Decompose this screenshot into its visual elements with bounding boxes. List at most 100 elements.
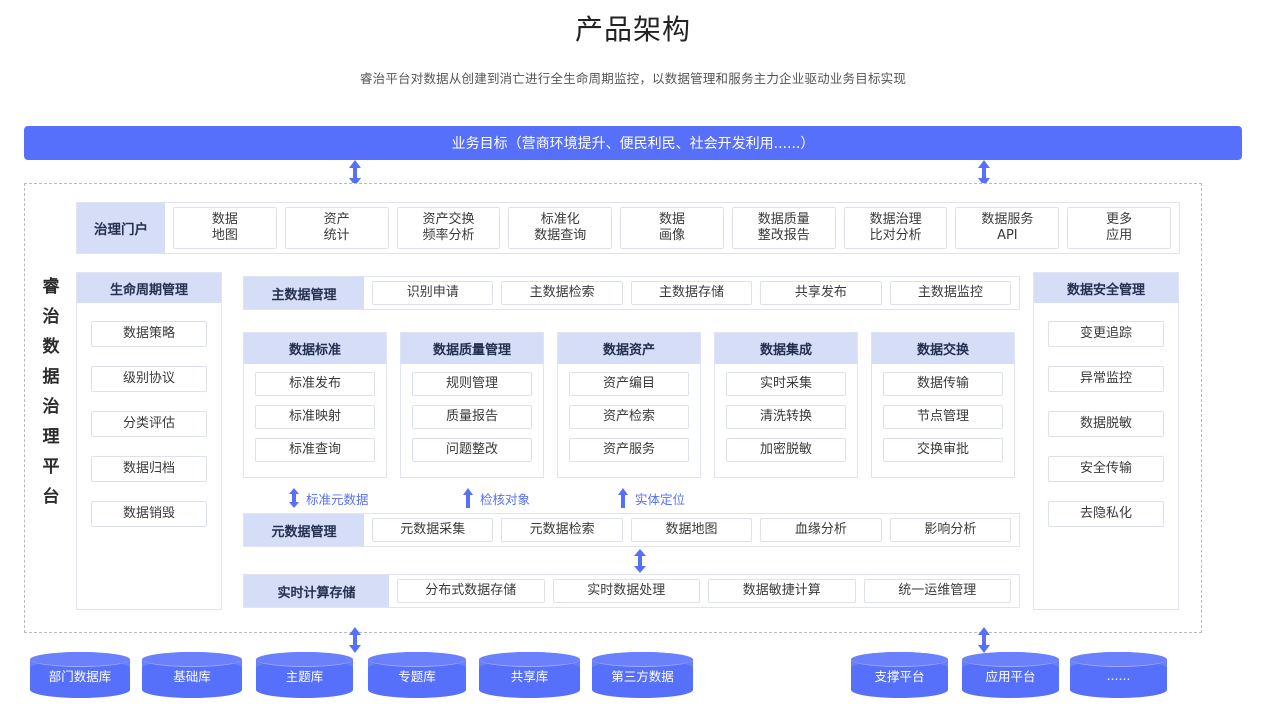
double-arrow-banner-right [976,160,992,186]
security-item-3[interactable]: 安全传输 [1048,456,1164,482]
master-data-label: 主数据管理 [244,277,364,309]
lifecycle-item-0[interactable]: 数据策略 [91,321,207,347]
domain-group-items-3: 实时采集清洗转换加密脱敏 [715,364,857,470]
realtime-item-1[interactable]: 实时数据处理 [552,579,700,603]
source-database-label-5: 第三方数据 [611,668,674,684]
domain-group-0-item-2[interactable]: 标准查询 [255,438,375,462]
source-database-1[interactable]: 基础库 [142,652,242,698]
target-platform-label-1: 应用平台 [985,668,1036,684]
metadata-item-3[interactable]: 血缘分析 [760,518,882,542]
governance-portal-row: 治理门户 数据 地图资产 统计资产交换 频率分析标准化 数据查询数据 画像数据质… [76,202,1180,254]
realtime-item-0[interactable]: 分布式数据存储 [397,579,545,603]
domain-group-4-item-1[interactable]: 节点管理 [883,405,1003,429]
domain-group-2-item-2[interactable]: 资产服务 [569,438,689,462]
portal-item-2[interactable]: 资产交换 频率分析 [396,207,501,249]
source-database-5[interactable]: 第三方数据 [592,652,693,698]
domain-group-title-2: 数据资产 [558,333,700,364]
realtime-item-3[interactable]: 统一运维管理 [863,579,1011,603]
domain-group-title-4: 数据交换 [872,333,1014,364]
domain-group-3-item-0[interactable]: 实时采集 [726,372,846,396]
connector-label-2: 实体定位 [635,491,686,507]
domain-group-title-0: 数据标准 [244,333,386,364]
domain-group-1-item-0[interactable]: 规则管理 [412,372,532,396]
platform-label-char-2: 数 [42,337,60,357]
double-arrow-icon-0 [288,488,300,508]
portal-item-8[interactable]: 更多 应用 [1067,207,1172,249]
realtime-label: 实时计算存储 [244,575,389,607]
portal-item-3[interactable]: 标准化 数据查询 [508,207,613,249]
metadata-item-4[interactable]: 影响分析 [889,518,1012,542]
lifecycle-item-4[interactable]: 数据销毁 [91,501,207,527]
security-item-1[interactable]: 异常监控 [1048,366,1164,392]
domain-group-items-0: 标准发布标准映射标准查询 [244,364,386,470]
governance-portal-label: 治理门户 [77,203,165,253]
source-database-label-2: 主题库 [285,668,324,684]
master-data-item-4[interactable]: 主数据监控 [889,281,1012,305]
domain-group-4: 数据交换数据传输节点管理交换审批 [871,332,1015,478]
source-database-label-0: 部门数据库 [48,668,112,684]
source-database-2[interactable]: 主题库 [256,652,353,698]
double-arrow-metadata-realtime [632,549,648,573]
domain-group-3-item-2[interactable]: 加密脱敏 [726,438,846,462]
portal-item-1[interactable]: 资产 统计 [284,207,389,249]
data-security-management-panel: 数据安全管理 变更追踪异常监控数据脱敏安全传输去隐私化 [1033,272,1179,610]
target-platform-0[interactable]: 支撑平台 [851,652,948,698]
portal-item-6[interactable]: 数据治理 比对分析 [843,207,948,249]
target-platform-1[interactable]: 应用平台 [962,652,1059,698]
lifecycle-item-1[interactable]: 级别协议 [91,366,207,392]
domain-group-2-item-1[interactable]: 资产检索 [569,405,689,429]
portal-item-5[interactable]: 数据质量 整改报告 [731,207,836,249]
platform-label-char-1: 治 [42,307,60,327]
double-arrow-banner-left [347,160,363,186]
target-platform-2[interactable]: ...... [1070,652,1167,698]
platform-vertical-label: 睿治数据治理平台 [34,272,68,512]
domain-group-3: 数据集成实时采集清洗转换加密脱敏 [714,332,858,478]
lifecycle-item-3[interactable]: 数据归档 [91,456,207,482]
double-arrow-bottom-right [976,627,992,653]
master-data-item-0[interactable]: 识别申请 [372,281,494,305]
domain-group-0-item-1[interactable]: 标准映射 [255,405,375,429]
portal-item-0[interactable]: 数据 地图 [173,207,277,249]
up-arrow-icon-2 [617,488,629,508]
target-platform-label-2: ...... [1106,667,1131,683]
domain-group-1-item-2[interactable]: 问题整改 [412,438,532,462]
portal-item-7[interactable]: 数据服务 API [955,207,1060,249]
connector-label-1: 检核对象 [480,491,531,507]
master-data-item-2[interactable]: 主数据存储 [630,281,753,305]
domain-group-4-item-2[interactable]: 交换审批 [883,438,1003,462]
double-arrow-bottom-left [347,627,363,653]
master-data-item-1[interactable]: 主数据检索 [501,281,623,305]
metadata-item-2[interactable]: 数据地图 [630,518,753,542]
realtime-items: 分布式数据存储实时数据处理数据敏捷计算统一运维管理 [389,575,1019,607]
source-database-0[interactable]: 部门数据库 [30,652,130,698]
domain-group-2-item-0[interactable]: 资产编目 [569,372,689,396]
security-item-4[interactable]: 去隐私化 [1048,501,1164,527]
metadata-items: 元数据采集元数据检索数据地图血缘分析影响分析 [364,514,1019,546]
domain-group-items-4: 数据传输节点管理交换审批 [872,364,1014,470]
master-data-item-3[interactable]: 共享发布 [760,281,882,305]
metadata-item-1[interactable]: 元数据检索 [501,518,623,542]
lifecycle-item-2[interactable]: 分类评估 [91,411,207,437]
platform-label-char-0: 睿 [42,277,60,297]
page-subtitle: 睿治平台对数据从创建到消亡进行全生命周期监控，以数据管理和服务主力企业驱动业务目… [359,71,907,86]
security-item-2[interactable]: 数据脱敏 [1048,411,1164,437]
realtime-item-2[interactable]: 数据敏捷计算 [708,579,856,603]
domain-group-0-item-0[interactable]: 标准发布 [255,372,375,396]
domain-group-3-item-1[interactable]: 清洗转换 [726,405,846,429]
metadata-management-row: 元数据管理 元数据采集元数据检索数据地图血缘分析影响分析 [243,513,1020,547]
metadata-item-0[interactable]: 元数据采集 [372,518,494,542]
business-goal-label: 业务目标（营商环境提升、便民利民、社会开发利用......） [451,136,815,152]
business-goal-banner: 业务目标（营商环境提升、便民利民、社会开发利用......） [24,126,1242,160]
source-database-4[interactable]: 共享库 [479,652,580,698]
platform-label-char-7: 台 [42,487,60,507]
source-database-label-1: 基础库 [173,668,211,684]
platform-label-char-4: 治 [42,397,60,417]
connector-2: 实体定位 [617,488,685,508]
master-data-management-row: 主数据管理 识别申请主数据检索主数据存储共享发布主数据监控 [243,276,1020,310]
domain-group-1-item-1[interactable]: 质量报告 [412,405,532,429]
portal-item-4[interactable]: 数据 画像 [620,207,724,249]
security-item-0[interactable]: 变更追踪 [1048,321,1164,347]
domain-group-4-item-0[interactable]: 数据传输 [883,372,1003,396]
source-database-3[interactable]: 专题库 [368,652,466,698]
